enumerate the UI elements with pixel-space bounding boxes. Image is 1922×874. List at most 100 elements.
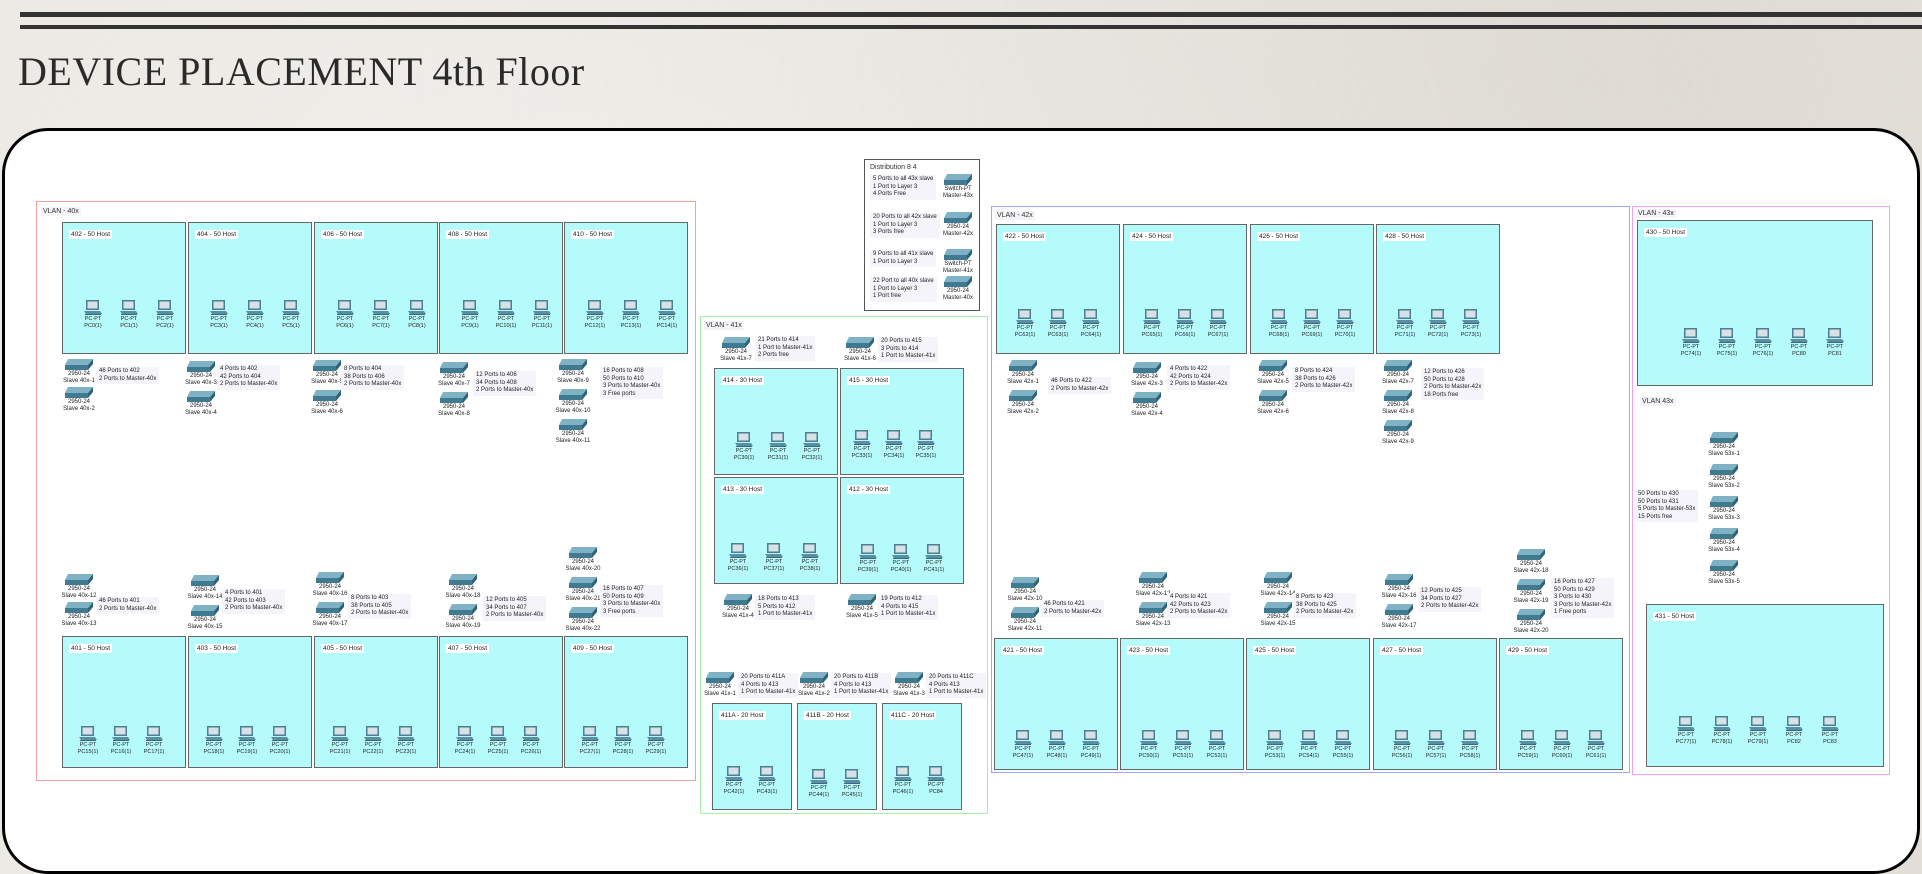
switch-device[interactable]: 2950-24Slave 40x-16 xyxy=(307,571,353,598)
switch-device[interactable]: 2950-24Slave 42x-1 xyxy=(1000,359,1046,386)
switch-device[interactable]: 2950-24Slave 42x-15 xyxy=(1255,601,1301,628)
pc-device[interactable]: PC-PTPC21(1) xyxy=(327,725,353,756)
switch-device[interactable]: 2950-24Slave 42x-11 xyxy=(1002,606,1048,633)
switch-device[interactable]: 2950-24Slave 40x-17 xyxy=(307,601,353,628)
pc-device[interactable]: PC-PTPC75(1) xyxy=(1714,327,1740,358)
pc-device[interactable]: PC-PTPC50(1) xyxy=(1136,729,1162,760)
switch-device[interactable]: 2950-24Slave 40x-15 xyxy=(182,604,228,631)
pc-device[interactable]: PC-PTPC54(1) xyxy=(1296,729,1322,760)
switch-device[interactable]: 2950-24Slave 40x-20 xyxy=(560,546,606,573)
switch-device[interactable]: 2950-24Slave 42x-8 xyxy=(1375,389,1421,416)
pc-device[interactable]: PC-PTPC39(1) xyxy=(855,543,881,574)
switch-device[interactable]: 2950-24Slave 53x-4 xyxy=(1701,527,1747,554)
pc-device[interactable]: PC-PTPC56(1) xyxy=(1389,729,1415,760)
switch-device[interactable]: 2950-24Slave 42x-2 xyxy=(1000,389,1046,416)
pc-device[interactable]: PC-PTPC29(1) xyxy=(643,725,669,756)
switch-device[interactable]: 2950-24Slave 42x-12 xyxy=(1130,571,1176,598)
pc-device[interactable]: PC-PTPC77(1) xyxy=(1673,715,1699,746)
pc-device[interactable]: PC-PTPC81 xyxy=(1822,327,1848,358)
pc-device[interactable]: PC-PTPC42(1) xyxy=(721,765,747,796)
switch-device[interactable]: 2950-24Slave 40x-14 xyxy=(182,574,228,601)
switch-device[interactable]: 2950-24Slave 42x-19 xyxy=(1508,578,1554,605)
pc-device[interactable]: PC-PTPC15(1) xyxy=(75,725,101,756)
pc-device[interactable]: PC-PTPC73(1) xyxy=(1458,308,1484,339)
pc-device[interactable]: PC-PTPC80 xyxy=(1786,327,1812,358)
pc-device[interactable]: PC-PTPC5(1) xyxy=(278,299,304,330)
pc-device[interactable]: PC-PTPC61(1) xyxy=(1583,729,1609,760)
pc-device[interactable]: PC-PTPC65(1) xyxy=(1139,308,1165,339)
pc-device[interactable]: PC-PTPC59(1) xyxy=(1515,729,1541,760)
pc-device[interactable]: PC-PTPC8(1) xyxy=(404,299,430,330)
pc-device[interactable]: PC-PTPC19(1) xyxy=(234,725,260,756)
pc-device[interactable]: PC-PTPC4(1) xyxy=(242,299,268,330)
pc-device[interactable]: PC-PTPC69(1) xyxy=(1299,308,1325,339)
pc-device[interactable]: PC-PTPC76(1) xyxy=(1750,327,1776,358)
pc-device[interactable]: PC-PTPC7(1) xyxy=(368,299,394,330)
switch-device[interactable]: 2950-24Slave 40x-18 xyxy=(440,573,486,600)
pc-device[interactable]: PC-PTPC9(1) xyxy=(457,299,483,330)
pc-device[interactable]: PC-PTPC35(1) xyxy=(913,429,939,460)
pc-device[interactable]: PC-PTPC84 xyxy=(923,765,949,796)
switch-device[interactable]: 2950-24Slave 53x-1 xyxy=(1701,431,1747,458)
switch-device[interactable]: 2950-24Slave 40x-3 xyxy=(178,360,224,387)
switch-device[interactable]: 2950-24Slave 40x-1 xyxy=(56,358,102,385)
pc-device[interactable]: PC-PTPC1(1) xyxy=(116,299,142,330)
pc-device[interactable]: PC-PTPC72(1) xyxy=(1425,308,1451,339)
pc-device[interactable]: PC-PTPC78(1) xyxy=(1709,715,1735,746)
pc-device[interactable]: PC-PTPC16(1) xyxy=(108,725,134,756)
pc-device[interactable]: PC-PTPC83 xyxy=(1817,715,1843,746)
pc-device[interactable]: PC-PTPC67(1) xyxy=(1205,308,1231,339)
pc-device[interactable]: PC-PTPC28(1) xyxy=(610,725,636,756)
pc-device[interactable]: PC-PTPC44(1) xyxy=(806,768,832,799)
pc-device[interactable]: PC-PTPC26(1) xyxy=(518,725,544,756)
pc-device[interactable]: PC-PTPC79(1) xyxy=(1745,715,1771,746)
switch-device[interactable]: 2950-24Slave 40x-21 xyxy=(560,576,606,603)
pc-device[interactable]: PC-PTPC53(1) xyxy=(1262,729,1288,760)
pc-device[interactable]: PC-PTPC23(1) xyxy=(393,725,419,756)
pc-device[interactable]: PC-PTPC27(1) xyxy=(577,725,603,756)
switch-device[interactable]: 2950-24Slave 41x-1 xyxy=(697,671,743,698)
pc-device[interactable]: PC-PTPC36(1) xyxy=(725,542,751,573)
pc-device[interactable]: PC-PTPC63(1) xyxy=(1045,308,1071,339)
switch-device[interactable]: 2950-24Slave 42x-10 xyxy=(1002,576,1048,603)
pc-device[interactable]: PC-PTPC12(1) xyxy=(582,299,608,330)
switch-device[interactable]: 2950-24Slave 41x-3 xyxy=(886,671,932,698)
pc-device[interactable]: PC-PTPC46(1) xyxy=(890,765,916,796)
pc-device[interactable]: PC-PTPC60(1) xyxy=(1549,729,1575,760)
pc-device[interactable]: PC-PTPC82 xyxy=(1781,715,1807,746)
pc-device[interactable]: PC-PTPC18(1) xyxy=(201,725,227,756)
switch-device[interactable]: 2950-24Slave 42x-14 xyxy=(1255,571,1301,598)
master-switch[interactable]: Switch-PTMaster-43x xyxy=(935,173,981,200)
switch-device[interactable]: 2950-24Slave 42x-18 xyxy=(1508,548,1554,575)
pc-device[interactable]: PC-PTPC48(1) xyxy=(1044,729,1070,760)
switch-device[interactable]: 2950-24Slave 42x-7 xyxy=(1375,359,1421,386)
pc-device[interactable]: PC-PTPC33(1) xyxy=(849,429,875,460)
pc-device[interactable]: PC-PTPC70(1) xyxy=(1332,308,1358,339)
pc-device[interactable]: PC-PTPC11(1) xyxy=(529,299,555,330)
switch-device[interactable]: 2950-24Slave 41x-7 xyxy=(713,336,759,363)
pc-device[interactable]: PC-PTPC14(1) xyxy=(654,299,680,330)
switch-device[interactable]: 2950-24Slave 40x-13 xyxy=(56,601,102,628)
pc-device[interactable]: PC-PTPC45(1) xyxy=(839,768,865,799)
pc-device[interactable]: PC-PTPC68(1) xyxy=(1266,308,1292,339)
pc-device[interactable]: PC-PTPC57(1) xyxy=(1423,729,1449,760)
switch-device[interactable]: 2950-24Slave 40x-11 xyxy=(550,418,596,445)
switch-device[interactable]: 2950-24Slave 42x-13 xyxy=(1130,601,1176,628)
pc-device[interactable]: PC-PTPC58(1) xyxy=(1457,729,1483,760)
pc-device[interactable]: PC-PTPC40(1) xyxy=(888,543,914,574)
switch-device[interactable]: 2950-24Slave 53x-2 xyxy=(1701,463,1747,490)
pc-device[interactable]: PC-PTPC0(1) xyxy=(80,299,106,330)
switch-device[interactable]: 2950-24Slave 40x-5 xyxy=(304,359,350,386)
pc-device[interactable]: PC-PTPC74(1) xyxy=(1678,327,1704,358)
pc-device[interactable]: PC-PTPC13(1) xyxy=(618,299,644,330)
pc-device[interactable]: PC-PTPC22(1) xyxy=(360,725,386,756)
switch-device[interactable]: 2950-24Slave 41x-5 xyxy=(839,593,885,620)
pc-device[interactable]: PC-PTPC31(1) xyxy=(765,431,791,462)
switch-device[interactable]: 2950-24Slave 40x-22 xyxy=(560,606,606,633)
pc-device[interactable]: PC-PTPC17(1) xyxy=(141,725,167,756)
pc-device[interactable]: PC-PTPC6(1) xyxy=(332,299,358,330)
pc-device[interactable]: PC-PTPC20(1) xyxy=(267,725,293,756)
pc-device[interactable]: PC-PTPC62(1) xyxy=(1012,308,1038,339)
switch-device[interactable]: 2950-24Slave 40x-19 xyxy=(440,603,486,630)
pc-device[interactable]: PC-PTPC52(1) xyxy=(1204,729,1230,760)
